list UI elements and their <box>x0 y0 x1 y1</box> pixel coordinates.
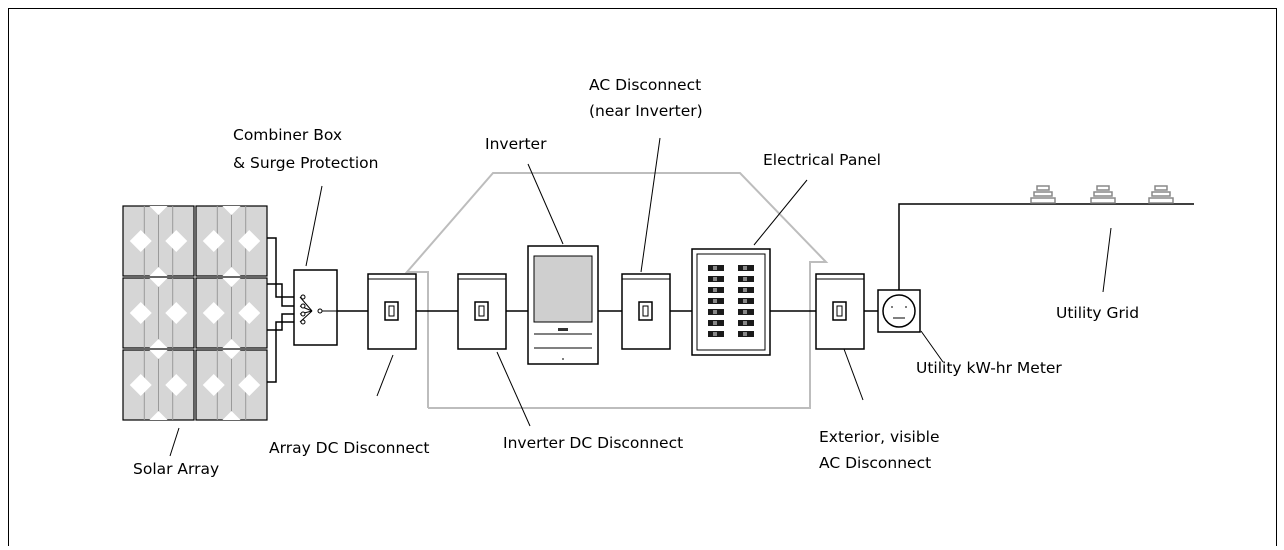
ac-disconnect-label-line2: (near Inverter) <box>589 102 703 120</box>
array-wiring <box>267 237 300 383</box>
array-dc-disconnect <box>367 273 417 350</box>
solar-panel <box>195 349 268 421</box>
inverter-dc-disconnect <box>457 273 507 350</box>
solar-panel <box>195 205 268 277</box>
array-dc-disconnect-label: Array DC Disconnect <box>269 439 429 457</box>
inverter-dc-disconnect-label: Inverter DC Disconnect <box>503 434 683 452</box>
electrical-panel-unit <box>691 248 771 356</box>
leader-lines <box>169 137 1112 457</box>
utility-meter-label: Utility kW-hr Meter <box>916 359 1062 377</box>
utility-meter-icon <box>877 289 921 333</box>
combiner-label-line2: & Surge Protection <box>233 154 379 172</box>
ac-disconnect-label-line1: AC Disconnect <box>589 76 701 94</box>
exterior-label-line2: AC Disconnect <box>819 454 931 472</box>
main-wiring <box>337 203 1194 312</box>
exterior-ac-disconnect <box>815 273 865 350</box>
utility-grid-label: Utility Grid <box>1056 304 1139 322</box>
ac-disconnect-near-inverter <box>621 273 671 350</box>
solar-array <box>122 205 268 421</box>
exterior-label-line1: Exterior, visible <box>819 428 940 446</box>
solar-panel <box>122 277 195 349</box>
combiner-box <box>293 269 338 346</box>
grid-insulators <box>1030 185 1174 204</box>
solar-array-label: Solar Array <box>133 460 219 478</box>
solar-panel <box>122 205 195 277</box>
inverter-label: Inverter <box>485 135 547 153</box>
inverter-unit <box>527 245 599 365</box>
electrical-panel-label: Electrical Panel <box>763 151 881 169</box>
solar-panel <box>122 349 195 421</box>
solar-panel <box>195 277 268 349</box>
combiner-label-line1: Combiner Box <box>233 126 342 144</box>
house-outline <box>404 172 829 409</box>
